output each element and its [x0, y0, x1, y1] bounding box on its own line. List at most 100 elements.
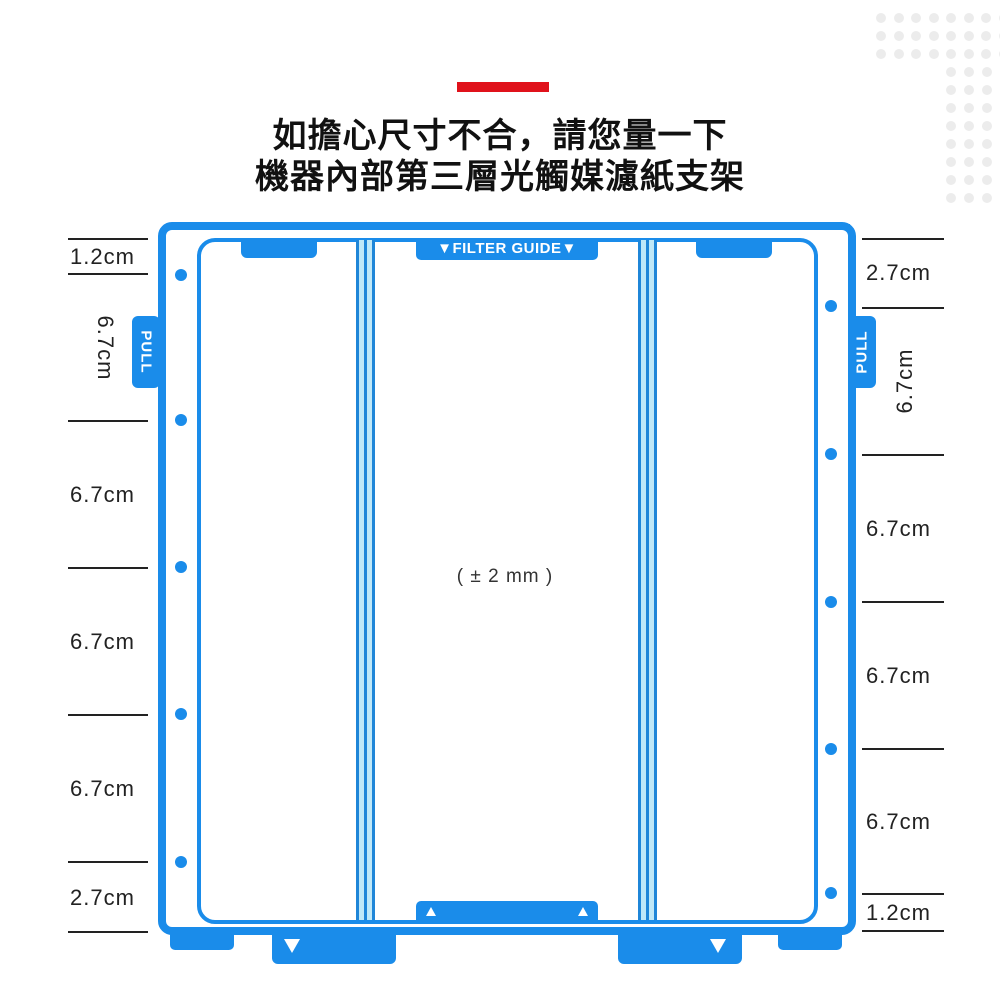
filter-guide-tab: ▼FILTER GUIDE▼: [416, 238, 598, 260]
decorative-dot: [964, 157, 974, 167]
measure-label-right: 6.7cm: [866, 663, 931, 688]
decorative-dot: [982, 85, 992, 95]
arrow-down-icon: [710, 939, 726, 953]
measure-line: [862, 748, 944, 750]
decorative-dot: [876, 13, 886, 23]
mounting-hole: [825, 300, 837, 312]
decorative-dot: [998, 13, 1000, 23]
decorative-dot: [982, 193, 992, 203]
decorative-dot: [893, 49, 904, 59]
decorative-dot: [946, 193, 956, 203]
pull-label: PULL: [853, 330, 871, 374]
decorative-dot: [946, 31, 956, 41]
decorative-dot: [964, 139, 974, 149]
bottom-slot: [416, 901, 598, 922]
decorative-dot: [998, 49, 1000, 59]
bottom-release-tab-left[interactable]: [272, 928, 396, 964]
decorative-dot: [946, 85, 956, 95]
arrow-up-icon: [426, 907, 436, 916]
arrow-up-icon: [578, 907, 588, 916]
decorative-dot: [963, 49, 974, 59]
measure-label-left: 6.7cm: [70, 482, 135, 507]
decorative-dot: [964, 121, 974, 131]
decorative-dot: [911, 49, 921, 59]
decorative-dot: [982, 67, 992, 77]
measure-label-left: 6.7cm: [70, 776, 135, 801]
decorative-dot: [876, 31, 886, 41]
accent-bar: [457, 82, 549, 92]
bottom-foot-left: [170, 928, 234, 950]
mounting-hole: [175, 414, 187, 426]
decorative-dot: [928, 13, 939, 23]
mounting-hole: [825, 887, 837, 899]
decorative-dot: [946, 157, 956, 167]
decorative-dot: [981, 49, 991, 59]
measure-label-left: 6.7cm: [93, 315, 118, 381]
measure-line: [68, 273, 148, 275]
measure-line: [68, 420, 148, 422]
mounting-hole: [175, 269, 187, 281]
decorative-dot: [946, 13, 956, 23]
mounting-hole: [175, 856, 187, 868]
top-clip-right: [696, 238, 772, 258]
measure-line: [68, 931, 148, 933]
decorative-dot: [982, 103, 992, 113]
decorative-dot: [964, 175, 974, 185]
pull-tab-left[interactable]: PULL: [132, 316, 160, 388]
measure-line: [68, 567, 148, 569]
decorative-dot: [876, 49, 886, 59]
decorative-dot: [946, 139, 956, 149]
inner-panel: [197, 238, 818, 924]
measure-label-right: 6.7cm: [892, 348, 917, 414]
mounting-hole: [175, 561, 187, 573]
mounting-hole: [825, 448, 837, 460]
mounting-hole: [825, 743, 837, 755]
decorative-dot: [981, 13, 991, 23]
decorative-dot: [998, 31, 1000, 41]
measure-label-left: 2.7cm: [70, 885, 135, 910]
decorative-dot: [964, 85, 974, 95]
measure-label-right: 1.2cm: [866, 900, 931, 925]
decorative-dot: [946, 175, 956, 185]
top-clip-left: [241, 238, 317, 258]
measure-line: [862, 601, 944, 603]
decorative-dot: [982, 175, 992, 185]
decorative-dot: [982, 139, 992, 149]
bottom-release-tab-right[interactable]: [618, 928, 742, 964]
decorative-dot: [982, 121, 992, 131]
measure-line: [862, 307, 944, 309]
measure-line: [68, 714, 148, 716]
decorative-dot: [981, 31, 991, 41]
tolerance-note: ( ± 2 mm ): [456, 566, 554, 587]
decorative-dot: [893, 13, 904, 23]
decorative-dot: [893, 31, 904, 41]
pull-tab-right[interactable]: PULL: [848, 316, 876, 388]
decorative-dot: [964, 193, 974, 203]
mounting-hole: [825, 596, 837, 608]
decorative-dot: [911, 31, 921, 41]
decorative-dot: [928, 31, 939, 41]
decorative-dot: [946, 49, 956, 59]
mounting-hole: [175, 708, 187, 720]
bottom-foot-right: [778, 928, 842, 950]
decorative-dot: [963, 13, 974, 23]
measure-label-left: 1.2cm: [70, 244, 135, 269]
decorative-dot: [964, 67, 974, 77]
decorative-dot: [982, 157, 992, 167]
measure-label-right: 6.7cm: [866, 516, 931, 541]
measure-label-right: 2.7cm: [866, 260, 931, 285]
measure-line: [862, 454, 944, 456]
decorative-dot: [946, 103, 956, 113]
measure-line: [862, 238, 944, 240]
decorative-dot: [963, 31, 974, 41]
title-line-1: 如擔心尺寸不合，請您量一下: [272, 116, 728, 156]
measure-label-right: 6.7cm: [866, 809, 931, 834]
pull-label: PULL: [137, 330, 155, 374]
arrow-down-icon: [284, 939, 300, 953]
measure-label-left: 6.7cm: [70, 629, 135, 654]
decorative-dot: [964, 103, 974, 113]
decorative-dot: [928, 49, 939, 59]
measure-line: [68, 238, 148, 240]
title-line-2: 機器內部第三層光觸媒濾紙支架: [255, 157, 745, 197]
decorative-dot: [911, 13, 921, 23]
